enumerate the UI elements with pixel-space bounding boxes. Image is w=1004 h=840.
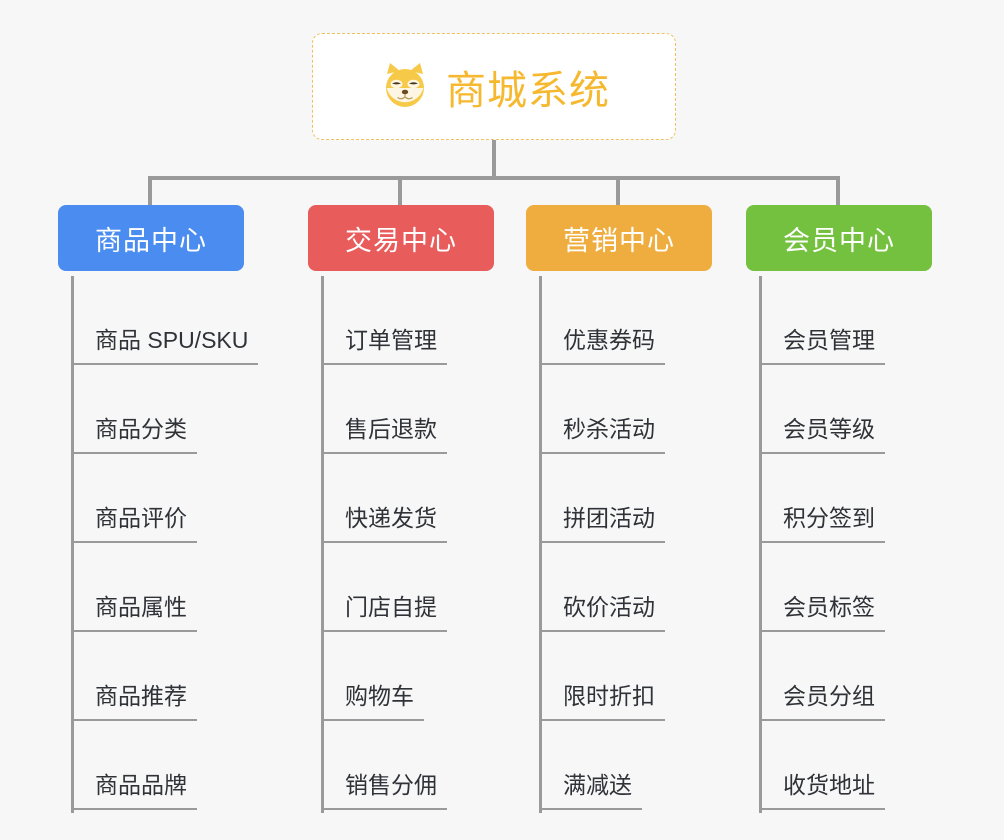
leaf-label: 会员管理 (783, 327, 875, 353)
column-spine (759, 276, 762, 813)
leaf-label: 商品品牌 (95, 772, 187, 798)
list-item[interactable]: 订单管理 (321, 276, 447, 365)
list-item[interactable]: 会员分组 (759, 632, 885, 721)
leaf-label: 销售分佣 (345, 772, 437, 798)
leaf-label: 会员分组 (783, 683, 875, 709)
list-item[interactable]: 商品推荐 (71, 632, 197, 721)
branch-drop-connector-2 (398, 176, 402, 208)
list-item[interactable]: 砍价活动 (539, 543, 665, 632)
root-node[interactable]: 商城系统 (312, 33, 676, 140)
leaf-label: 限时折扣 (563, 683, 655, 709)
leaf-label: 商品属性 (95, 594, 187, 620)
branch-header-label: 交易中心 (345, 225, 457, 256)
list-item[interactable]: 商品品牌 (71, 721, 197, 810)
leaf-label: 售后退款 (345, 416, 437, 442)
list-item[interactable]: 优惠券码 (539, 276, 665, 365)
list-item[interactable]: 商品分类 (71, 365, 197, 454)
list-item[interactable]: 会员管理 (759, 276, 885, 365)
list-item[interactable]: 商品属性 (71, 543, 197, 632)
branch-header-label: 商品中心 (95, 225, 207, 256)
column-spine (539, 276, 542, 813)
root-connector-stub (492, 140, 496, 178)
list-item[interactable]: 门店自提 (321, 543, 447, 632)
leaf-label: 订单管理 (345, 327, 437, 353)
branch-header-product-center[interactable]: 商品中心 (58, 205, 244, 271)
branch-header-label: 营销中心 (563, 225, 675, 256)
branch-drop-connector-4 (836, 176, 840, 208)
branch-bus-connector (148, 176, 836, 180)
list-item[interactable]: 积分签到 (759, 454, 885, 543)
list-item[interactable]: 会员等级 (759, 365, 885, 454)
leaf-label: 砍价活动 (563, 594, 655, 620)
leaf-label: 商品推荐 (95, 683, 187, 709)
leaf-label: 商品 SPU/SKU (95, 327, 249, 353)
list-item[interactable]: 购物车 (321, 632, 424, 721)
branch-header-member-center[interactable]: 会员中心 (746, 205, 932, 271)
list-item[interactable]: 秒杀活动 (539, 365, 665, 454)
branch-drop-connector-1 (148, 176, 152, 208)
branch-header-trade-center[interactable]: 交易中心 (308, 205, 494, 271)
leaf-label: 购物车 (345, 683, 414, 709)
branch-drop-connector-3 (616, 176, 620, 208)
column-spine (71, 276, 74, 813)
leaf-label: 商品评价 (95, 505, 187, 531)
leaf-label: 积分签到 (783, 505, 875, 531)
list-item[interactable]: 限时折扣 (539, 632, 665, 721)
leaf-label: 秒杀活动 (563, 416, 655, 442)
leaf-label: 商品分类 (95, 416, 187, 442)
branch-header-label: 会员中心 (783, 225, 895, 256)
branch-header-marketing-center[interactable]: 营销中心 (526, 205, 712, 271)
root-title: 商城系统 (446, 68, 610, 113)
leaf-label: 拼团活动 (563, 505, 655, 531)
leaf-label: 快递发货 (345, 505, 437, 531)
column-spine (321, 276, 324, 813)
leaf-label: 收货地址 (783, 772, 875, 798)
leaf-label: 门店自提 (345, 594, 437, 620)
leaf-label: 满减送 (563, 772, 632, 798)
list-item[interactable]: 满减送 (539, 721, 642, 810)
leaf-label: 会员等级 (783, 416, 875, 442)
list-item[interactable]: 会员标签 (759, 543, 885, 632)
list-item[interactable]: 售后退款 (321, 365, 447, 454)
list-item[interactable]: 拼团活动 (539, 454, 665, 543)
shiba-dog-face-icon (378, 60, 432, 114)
list-item[interactable]: 快递发货 (321, 454, 447, 543)
list-item[interactable]: 商品 SPU/SKU (71, 276, 259, 365)
list-item[interactable]: 收货地址 (759, 721, 885, 810)
list-item[interactable]: 销售分佣 (321, 721, 447, 810)
list-item[interactable]: 商品评价 (71, 454, 197, 543)
leaf-label: 优惠券码 (563, 327, 655, 353)
leaf-label: 会员标签 (783, 594, 875, 620)
